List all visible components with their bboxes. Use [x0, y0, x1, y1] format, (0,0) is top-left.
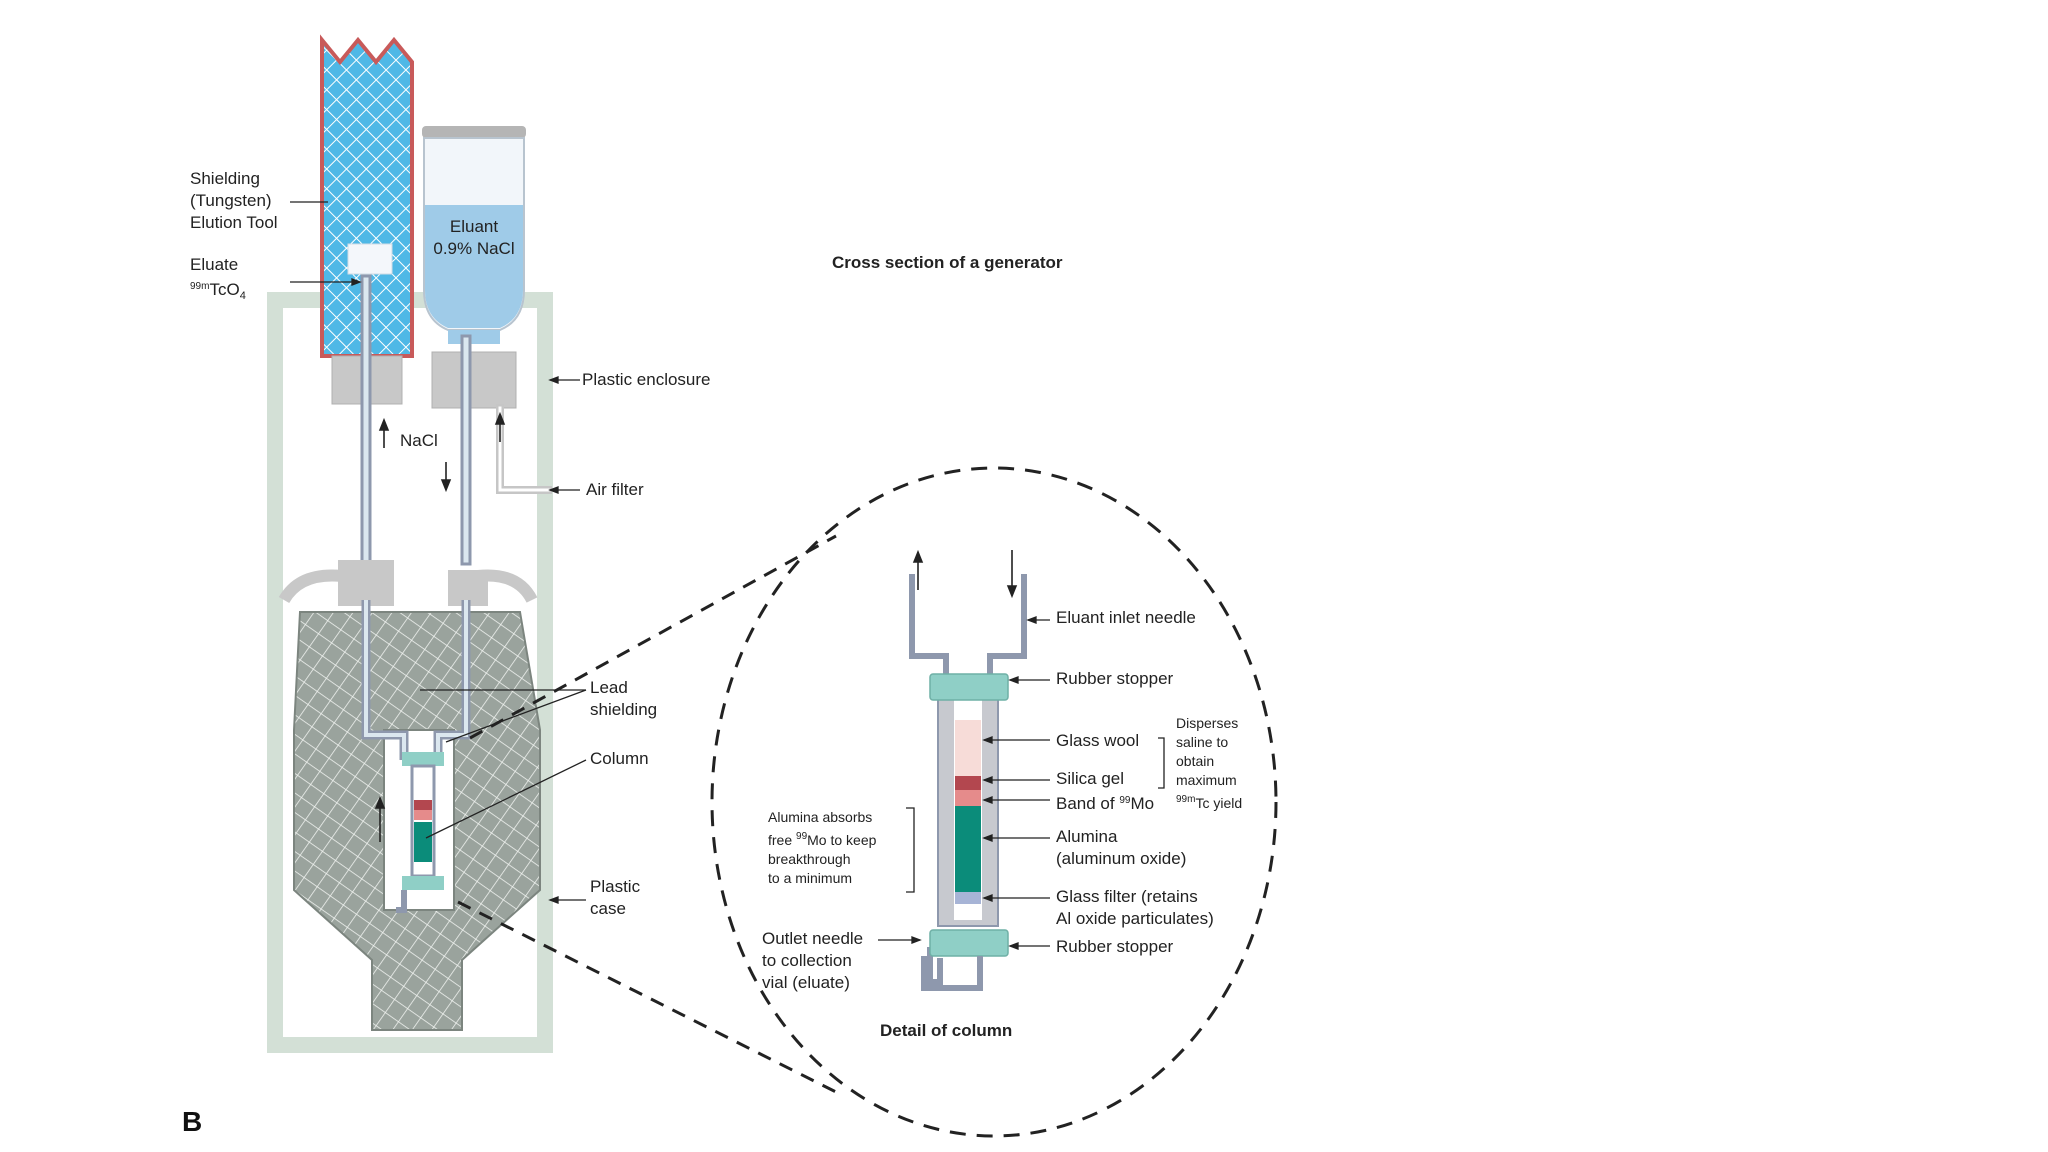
detail-column [909, 574, 1027, 991]
zoom-lines [457, 534, 837, 1094]
eluant-bottle [422, 126, 526, 344]
tube-connectors [278, 569, 538, 604]
label-eluant-inlet: Eluant inlet needle [1056, 608, 1196, 627]
label-glass-wool: Glass wool [1056, 731, 1140, 750]
label-eluate: Eluate 99mTcO4 [190, 255, 246, 302]
inner-tubing [361, 600, 471, 913]
label-alumina-absorbs: Alumina absorbs free 99Mo to keep breakt… [768, 809, 877, 886]
silica-gel-layer [955, 776, 981, 790]
rubber-stopper-top-shape [929, 673, 1009, 701]
label-rubber-stopper-bottom: Rubber stopper [1056, 937, 1174, 956]
label-lead-shielding: Lead shielding [590, 678, 658, 719]
label-outlet-needle: Outlet needle to collection vial (eluate… [762, 929, 864, 992]
glass-filter-layer [955, 892, 981, 904]
connector-block-left [338, 560, 394, 606]
mo99-band-layer [955, 790, 981, 806]
title-detail-of-column: Detail of column [880, 1021, 1013, 1040]
glass-wool-layer [955, 720, 981, 776]
detail-leaders [878, 616, 1165, 950]
label-nacl: NaCl [400, 431, 438, 450]
eluant-needle-block [431, 351, 517, 409]
flow-arrows [374, 411, 1018, 842]
elution-tool [320, 34, 414, 358]
label-rubber-stopper-top: Rubber stopper [1056, 669, 1174, 688]
label-glass-filter: Glass filter (retains Al oxide particula… [1056, 887, 1214, 928]
leader-lines [290, 201, 587, 904]
label-band-mo: Band of 99Mo [1056, 794, 1155, 813]
label-air-filter: Air filter [586, 480, 644, 499]
alumina-layer [955, 806, 981, 892]
label-plastic-case: Plastic case [590, 877, 641, 918]
eluate-vial [347, 243, 393, 275]
panel-letter: B [182, 1106, 203, 1137]
label-shielding: Shielding (Tungsten) Elution Tool [190, 169, 278, 232]
title-cross-section: Cross section of a generator [832, 253, 1063, 272]
rubber-stopper-bottom-shape [929, 929, 1009, 957]
label-plastic-enclosure: Plastic enclosure [582, 370, 711, 389]
generator-column [402, 752, 444, 890]
label-disperses: Disperses saline to obtain maximum 99mTc… [1176, 715, 1243, 811]
label-alumina: Alumina (aluminum oxide) [1056, 827, 1187, 868]
label-silica-gel: Silica gel [1056, 769, 1125, 788]
label-column: Column [590, 749, 649, 768]
detail-circle [710, 466, 1278, 1138]
label-eluant: Eluant 0.9% NaCl [433, 217, 515, 258]
